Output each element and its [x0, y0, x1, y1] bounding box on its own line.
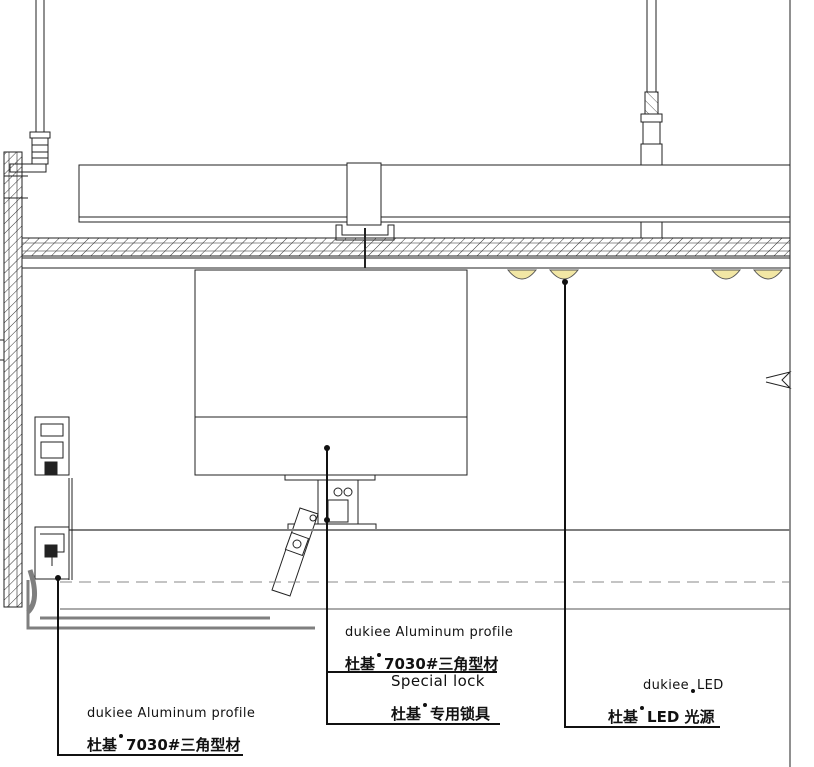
led-lamp	[752, 269, 784, 280]
led-lamp	[710, 269, 742, 280]
led-lamp	[548, 269, 580, 280]
leader-lock	[326, 672, 500, 725]
brand-text: 杜基	[345, 655, 376, 673]
special-lock	[271, 479, 377, 597]
led-lamp	[506, 269, 538, 280]
led-text: LED	[697, 678, 724, 693]
aluminum-profile-left	[26, 416, 73, 614]
gray-profile-lines	[26, 580, 315, 630]
part-text: LED 光源	[647, 708, 715, 726]
brand-text: dukiee	[643, 678, 690, 693]
part-text: 7030#三角型材	[126, 736, 241, 754]
ceiling-board	[21, 237, 791, 257]
led-label-en: dukiee LED	[643, 678, 724, 693]
mid-profile-label-cn: 杜基 7030#三角型材	[345, 653, 498, 674]
mid-profile-label-en: dukiee Aluminum profile	[345, 625, 514, 640]
part-text: 专用锁具	[430, 705, 491, 723]
left-wall	[3, 151, 23, 608]
brand-text: 杜基	[608, 708, 639, 726]
brand-text: 杜基	[391, 705, 422, 723]
equipment-box	[194, 269, 468, 481]
left-profile-label-cn: 杜基 7030#三角型材	[87, 734, 240, 755]
led-label-cn: 杜基 LED 光源	[608, 706, 715, 727]
break-symbol	[765, 371, 792, 389]
lock-label-cn: 杜基专用锁具	[391, 703, 490, 724]
main-keel-beam	[78, 162, 791, 226]
hanger-rod-left	[9, 0, 51, 173]
brand-text: 杜基	[87, 736, 118, 754]
left-profile-label-en: dukiee Aluminum profile	[87, 706, 256, 721]
leader-left-profile	[57, 578, 243, 756]
lock-label-en: Special lock	[391, 672, 485, 690]
part-text: 7030#三角型材	[384, 655, 499, 673]
leader-led	[564, 282, 720, 728]
